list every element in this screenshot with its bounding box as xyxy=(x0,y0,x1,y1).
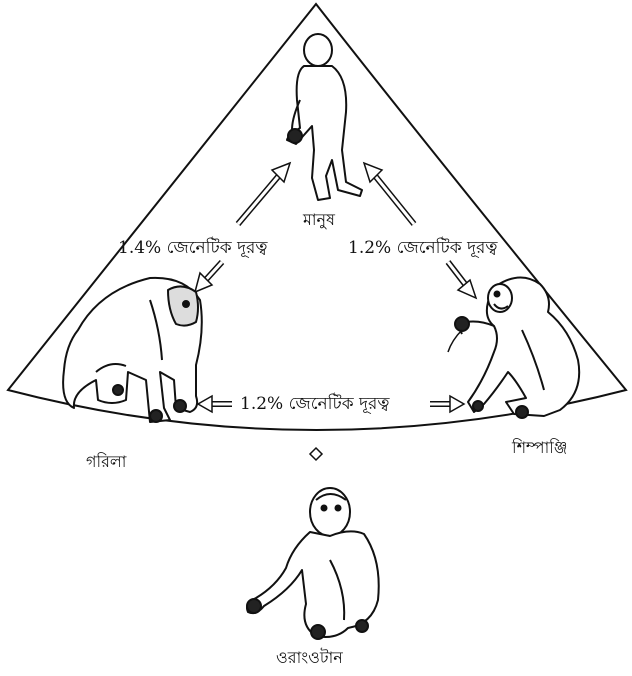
orangutan-figure xyxy=(247,488,379,639)
label-chimpanzee: শিম্পাঞ্জি xyxy=(512,438,567,458)
human-figure xyxy=(287,34,362,200)
label-distance-human-chimpanzee: 1.2% জেনেটিক দূরত্ব xyxy=(348,238,497,258)
gorilla-figure xyxy=(63,278,202,422)
arrow-human-gorilla xyxy=(195,163,290,292)
label-orangutan: ওরাংওটান xyxy=(276,648,343,668)
label-human: মানুষ xyxy=(303,210,335,230)
label-gorilla: গরিলা xyxy=(86,452,126,472)
chimpanzee-figure xyxy=(448,277,579,418)
orangutan-link-marker xyxy=(310,448,322,460)
label-distance-human-gorilla: 1.4% জেনেটিক দূরত্ব xyxy=(118,238,267,258)
label-distance-gorilla-chimpanzee: 1.2% জেনেটিক দূরত্ব xyxy=(240,394,389,414)
